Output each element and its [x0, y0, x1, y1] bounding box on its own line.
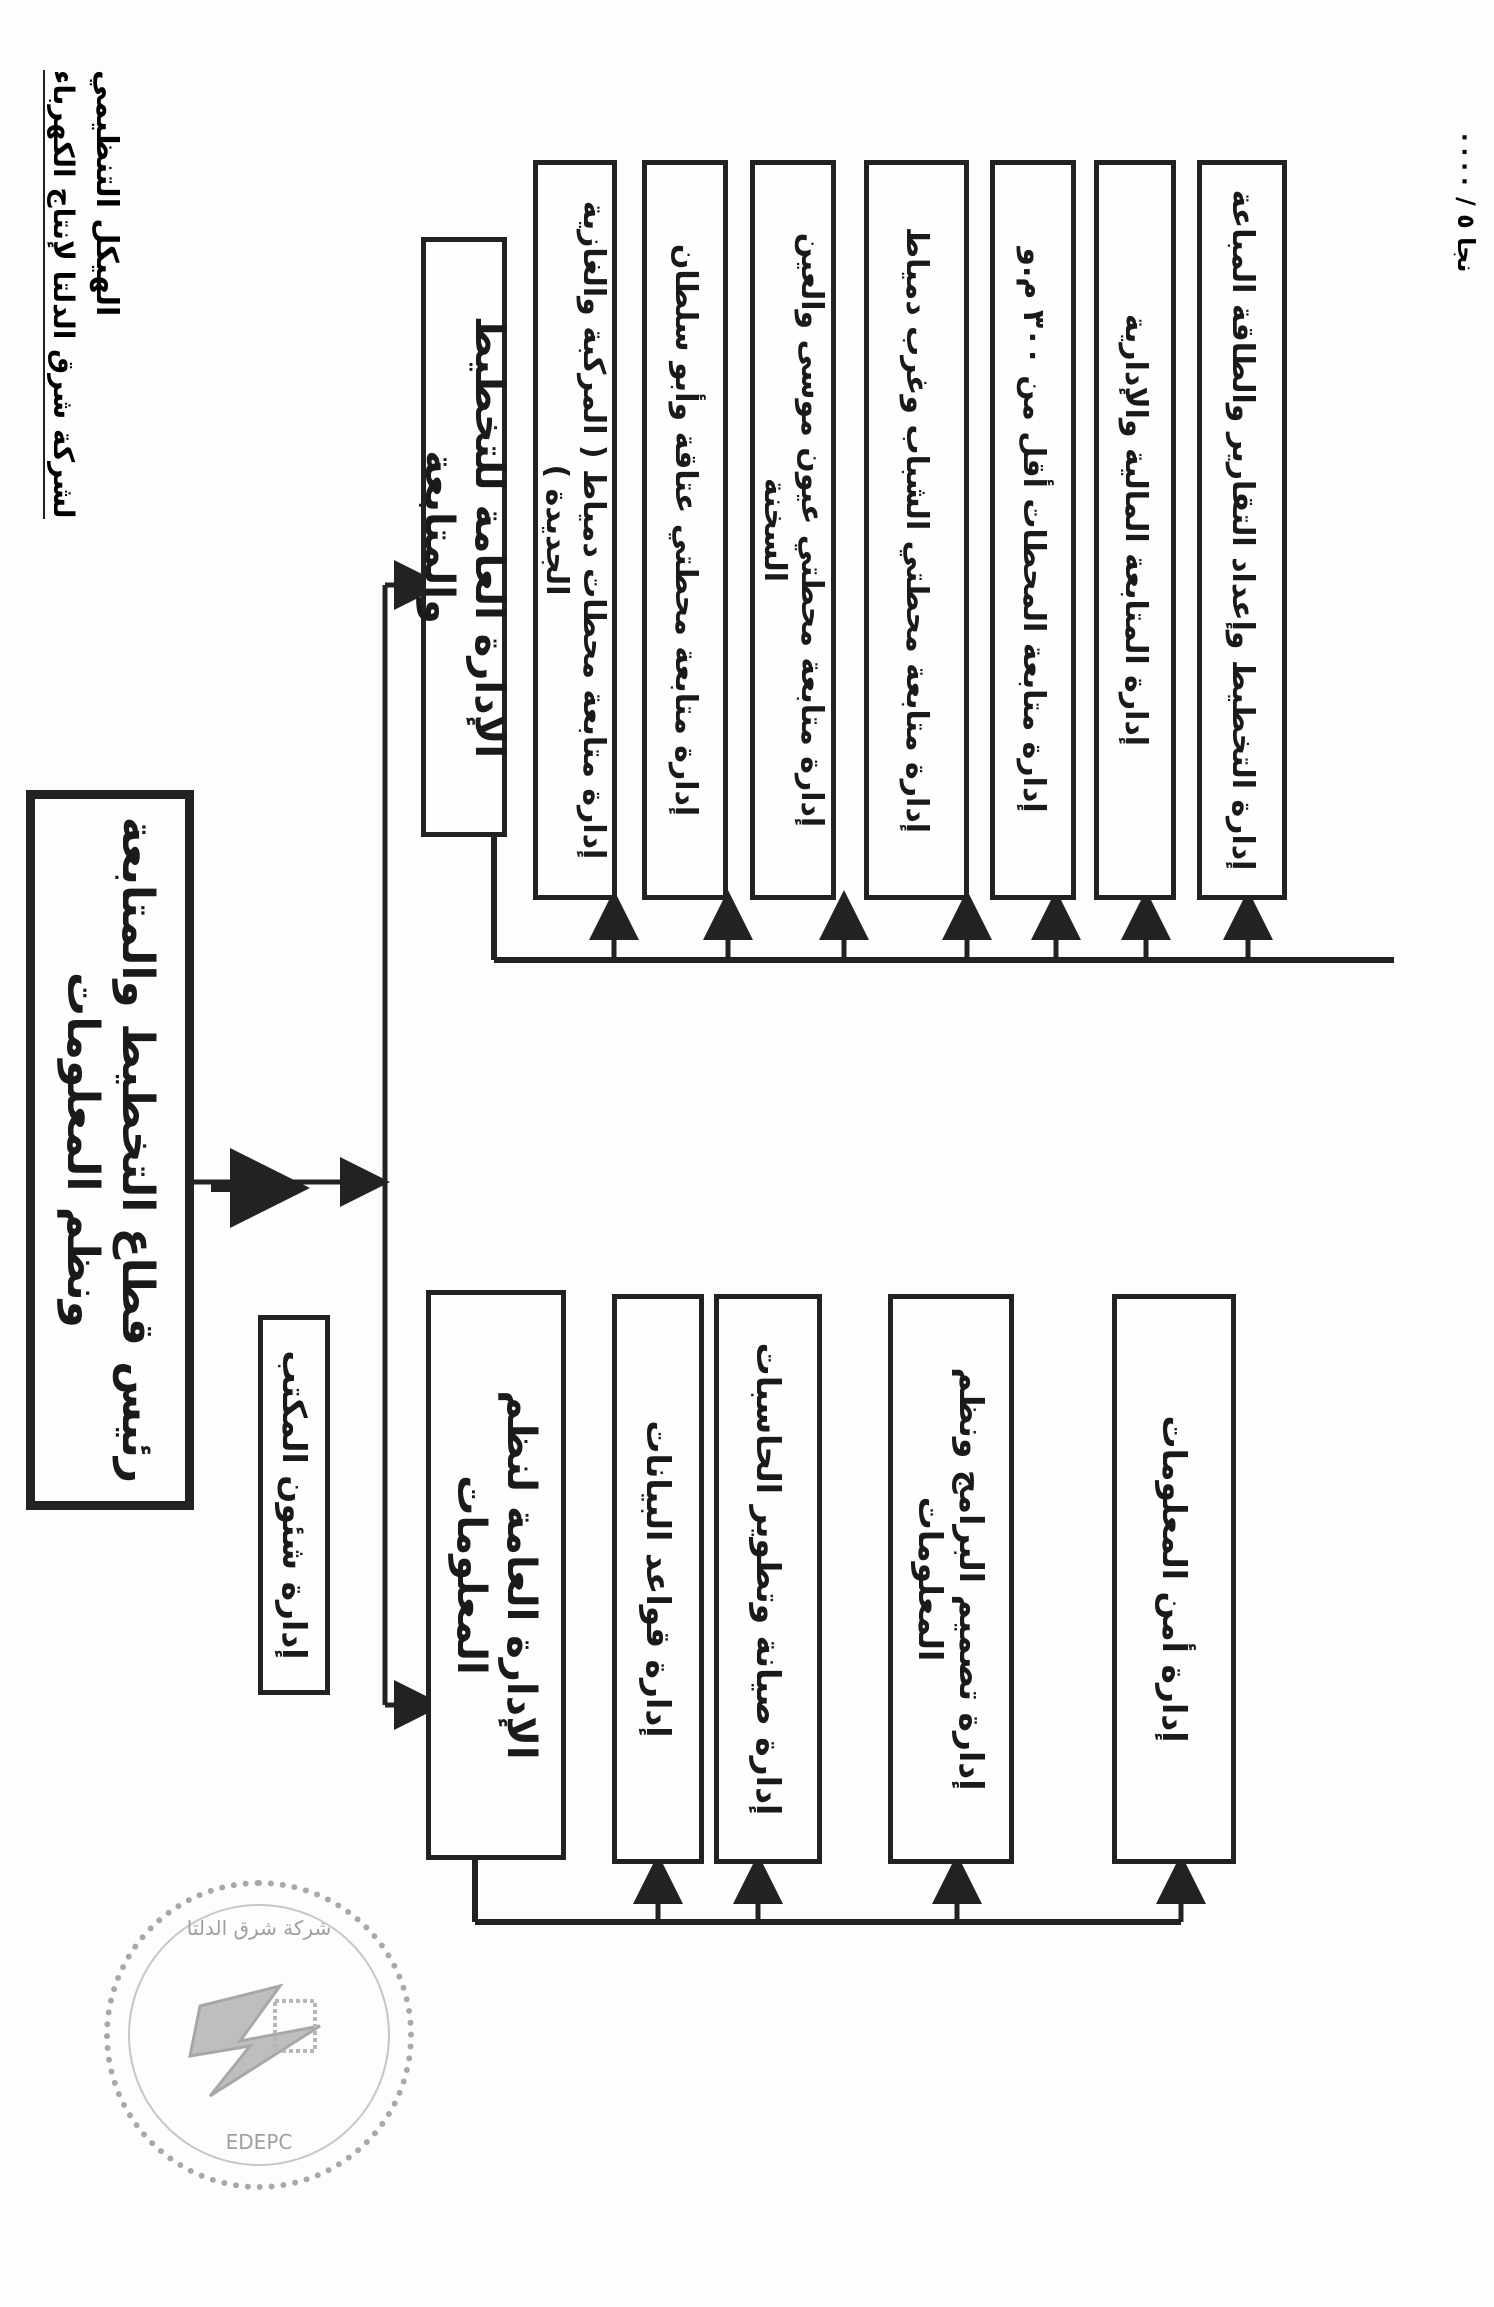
stamp-top-text: شركة شرق الدلتا: [186, 1916, 332, 1940]
is-dept-box[interactable]: إدارة صيانة وتطوير الحاسبات: [714, 1294, 822, 1864]
header-titles: الهيكل التنظيمي لشركة شرق الدلتا لإنتاج …: [24, 70, 144, 519]
is-dept-label: إدارة تصميم البرامج ونظم المعلومات: [911, 1367, 992, 1791]
planning-general-title: الإدارة العامة للتخطيط والمتابعة: [416, 315, 512, 759]
header-block: الهيكل التنظيمي: [1400, 60, 1401, 61]
planning-dept-box[interactable]: إدارة التخطيط وإعداد التقارير والطاقة ال…: [1197, 160, 1287, 900]
header-company: لشركة شرق الدلتا لإنتاج الكهرباء: [43, 70, 80, 519]
is-dept-box[interactable]: إدارة قواعد البيانات: [612, 1294, 704, 1864]
is-dept-box[interactable]: إدارة أمن المعلومات: [1112, 1294, 1236, 1864]
lightning-bolt-icon: [188, 1983, 321, 2098]
planning-dept-label: إدارة متابعة محطتي عتاقة وأبو سلطان: [667, 243, 703, 817]
planning-dept-box[interactable]: إدارة المتابعة المالية والإدارية: [1094, 160, 1176, 900]
company-stamp: شركة شرق الدلتا EDEPC: [104, 1880, 414, 2190]
is-dept-label: إدارة صيانة وتطوير الحاسبات: [748, 1342, 788, 1816]
planning-dept-label: إدارة متابعة محطات دمياط ( المركبة والغا…: [539, 200, 612, 860]
is-dept-label: إدارة أمن المعلومات: [1154, 1415, 1194, 1743]
planning-dept-label: إدارة متابعة المحطات أقل من ٣٠٠ م.و: [1015, 247, 1051, 813]
is-dept-box[interactable]: إدارة تصميم البرامج ونظم المعلومات: [888, 1294, 1014, 1864]
planning-dept-box[interactable]: إدارة متابعة محطتي الشباب وغرب دمياط: [864, 160, 969, 900]
planning-dept-label: إدارة متابعة محطتي عيون موسى والعين السخ…: [757, 232, 830, 828]
head-box[interactable]: رئيس قطاع التخطيط والمتابعة ونظم المعلوم…: [26, 790, 194, 1510]
planning-dept-label: إدارة متابعة محطتي الشباب وغرب دمياط: [899, 227, 935, 833]
planning-general-box[interactable]: الإدارة العامة للتخطيط والمتابعة: [416, 237, 512, 837]
planning-dept-box[interactable]: إدارة متابعة المحطات أقل من ٣٠٠ م.و: [990, 160, 1076, 900]
planning-dept-label: إدارة المتابعة المالية والإدارية: [1117, 313, 1153, 747]
stamp-bottom-text: EDEPC: [225, 2130, 293, 2154]
head-title: رئيس قطاع التخطيط والمتابعة ونظم المعلوم…: [57, 816, 163, 1484]
is-dept-label: إدارة قواعد البيانات: [638, 1420, 678, 1738]
planning-dept-box[interactable]: إدارة متابعة محطات دمياط ( المركبة والغا…: [533, 160, 617, 900]
planning-dept-box[interactable]: إدارة متابعة محطتي عتاقة وأبو سلطان: [642, 160, 728, 900]
planning-dept-box[interactable]: إدارة متابعة محطتي عيون موسى والعين السخ…: [750, 160, 836, 900]
planning-dept-label: إدارة التخطيط وإعداد التقارير والطاقة ال…: [1224, 189, 1260, 871]
office-box[interactable]: إدارة شئون المكتب: [258, 1315, 330, 1695]
document-reference: نجا ٥ / ٠٠٠٠: [1452, 130, 1480, 273]
header-main-title: الهيكل التنظيمي: [89, 70, 124, 317]
is-general-title: الإدارة العامة لنظم المعلومات: [448, 1390, 544, 1760]
is-general-box[interactable]: الإدارة العامة لنظم المعلومات: [426, 1290, 566, 1860]
office-title: إدارة شئون المكتب: [274, 1350, 314, 1660]
